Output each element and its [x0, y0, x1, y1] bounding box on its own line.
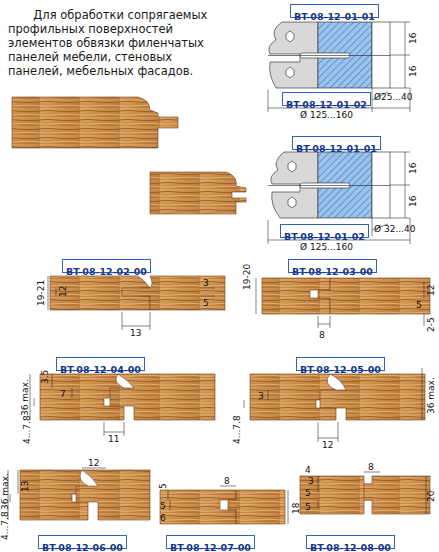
dimension-label: Ø25...40: [374, 92, 413, 102]
dimension-label: 6: [160, 513, 166, 523]
part-number-box: BT-08-12-05-00: [296, 357, 385, 371]
dimension-label: 8: [224, 476, 230, 486]
dimension-label: 36 max.: [0, 473, 10, 510]
dimension-label: 5: [305, 488, 311, 498]
dimension-label: 2-5: [426, 317, 436, 332]
part-number-box: BT-08-12-03-00: [288, 259, 377, 273]
dimension-label: 7: [60, 389, 66, 399]
part-number-box: BT-08-12-06-00: [38, 535, 127, 549]
dimension-label: 11: [108, 434, 119, 444]
part-number: BT-08-12-04-00: [60, 364, 141, 375]
part-number-box: BT-08-12-04-00: [56, 357, 145, 371]
dimension-label: 4...7.8: [0, 511, 10, 540]
dimension-label: 5: [158, 483, 168, 489]
part-number: BT-08-12-01-01: [294, 11, 375, 22]
part-number: BT-08-12-01-02: [284, 231, 365, 242]
dimension-label: 3: [203, 278, 209, 288]
part-number: BT-08-12-05-00: [300, 364, 381, 375]
dimension-label: 36 max.: [426, 377, 436, 414]
part-number: BT-08-12-08-00: [310, 542, 391, 552]
part-number-box: BT-08-12-02-00: [62, 259, 151, 273]
dimension-label: 16: [408, 163, 418, 174]
dimension-label: Ø 32...40: [374, 224, 415, 234]
description-text: Для обработки сопрягаемых профильных пов…: [8, 8, 208, 78]
part-number-box: BT-08-12-07-00: [166, 535, 255, 549]
part-number: BT-08-12-01-02: [286, 99, 367, 110]
dimension-label: 5: [305, 502, 311, 512]
dimension-label: 20: [426, 491, 436, 502]
dimension-label: 3.5: [40, 370, 50, 384]
dimension-label: 16: [408, 33, 418, 44]
dimension-label: 19-21: [36, 280, 46, 306]
dimension-label: Ø 125...160: [300, 242, 353, 252]
dimension-label: 4: [305, 465, 311, 475]
dimension-label: 5: [203, 298, 209, 308]
dimension-label: Ø 125...160: [300, 110, 353, 120]
dimension-label: 12: [58, 286, 68, 297]
dimension-label: 12: [88, 458, 99, 468]
part-number-box: BT-08-12-01-01: [290, 4, 379, 18]
dimension-label: 13: [20, 481, 30, 492]
dimension-label: 19-20: [242, 264, 252, 290]
dimension-label: 4...7.8: [232, 415, 242, 444]
part-number: BT-08-12-06-00: [42, 542, 123, 552]
part-number: BT-08-12-02-00: [66, 266, 147, 277]
part-number-box: BT-08-12-08-00: [306, 535, 395, 549]
part-number: BT-08-12-07-00: [170, 542, 251, 552]
dimension-label: 18: [291, 503, 301, 514]
dimension-label: 12: [322, 440, 333, 450]
dimension-label: 8: [319, 330, 325, 340]
dimension-label: 13: [130, 328, 141, 338]
dimension-label: 16: [408, 196, 418, 207]
dimension-label: 4...7.8: [22, 415, 32, 444]
part-number-box: BT-08-12-01-02: [280, 224, 369, 238]
dimension-label: 12: [426, 285, 436, 296]
dimension-label: 8: [368, 462, 374, 472]
part-number: BT-08-12-03-00: [292, 266, 373, 277]
dimension-label: 36 max.: [20, 379, 30, 416]
dimension-label: 3: [258, 391, 264, 401]
dimension-label: 3: [308, 476, 314, 486]
dimension-label: 16: [408, 66, 418, 77]
dimension-label: 5: [160, 501, 166, 511]
part-number: BT-08-12-01-01: [296, 143, 377, 154]
part-number-box: BT-08-12-01-01: [292, 136, 381, 150]
part-number-box: BT-08-12-01-02: [282, 92, 371, 106]
dimension-label: 5: [416, 300, 422, 310]
